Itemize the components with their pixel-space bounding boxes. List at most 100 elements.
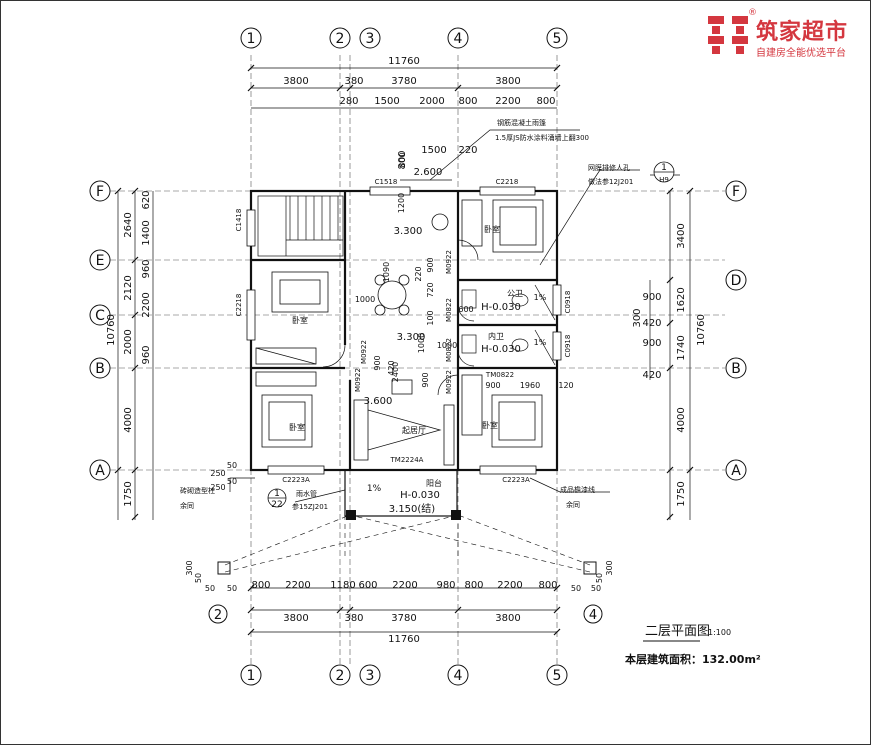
axis-bubble-1-bottom	[240, 664, 262, 686]
window-c2223a-1: C2223A	[282, 476, 310, 484]
room-label-bath-inner: 内卫	[488, 331, 504, 341]
axis-label-A-right: A	[731, 463, 741, 479]
axis-bubble-F-right	[725, 180, 747, 202]
minor-dim-2: 1200	[397, 193, 406, 213]
minor-dim-12: 600	[458, 305, 473, 314]
top-dim-sub-1: 280	[339, 96, 358, 107]
detail-ref-1-bottom: 1	[274, 489, 280, 499]
bed-ne	[492, 199, 544, 253]
axis-label-B-left: B	[95, 361, 105, 377]
window-codes: C1518 C2218 C1418 C2218 C0918 C0918 C222…	[235, 178, 572, 484]
axis-bubble-3-top	[359, 27, 381, 49]
axis-label-2-bottom: 2	[336, 668, 345, 684]
door-m0922-2: M0922	[360, 340, 368, 364]
detail-ref-1-top: 1	[661, 163, 667, 173]
brand-logo: ® 筑家超市 自建房全能优选平台	[706, 8, 874, 62]
bed-nw	[271, 271, 329, 313]
right-dimensions: 10760 3400 1620 1740 4000 1750 900 420 3…	[632, 223, 707, 506]
detail-ref-22: 22	[271, 500, 282, 510]
minor-dim-13: 900	[421, 372, 430, 387]
room-label-bedroom-sw: 卧室	[289, 422, 305, 432]
minor-dim-1: 800	[398, 152, 407, 167]
note-eave-line: 成品檐漆线	[560, 485, 595, 494]
top-dimensions: 11760 3800 380 3780 3800 280 1500 2000 8…	[283, 56, 555, 170]
level-stair: 3.300	[394, 226, 423, 237]
axis-bubble-B-left	[89, 357, 111, 379]
furniture-beds	[261, 199, 544, 448]
bottom-dim-sub-2: 2200	[285, 580, 310, 591]
left-dim-sub-3: 960	[141, 259, 152, 278]
axis-bubble-4-sub	[583, 604, 603, 624]
right-dim-sub-4: 900	[642, 338, 661, 349]
window-c0918-2: C0918	[564, 335, 572, 358]
bath-fixtures	[461, 284, 556, 366]
top-dim-sub-6: 800	[536, 96, 555, 107]
door-m0922-3: M0922	[445, 370, 453, 394]
bottom-dim-bay-4: 3800	[495, 613, 520, 624]
note-rain-pipe: 雨水管	[296, 489, 317, 498]
minor-dim-11: 900	[373, 355, 382, 370]
minor-dim-17: 2400	[391, 362, 400, 382]
bottom-dim-sub-8: 2200	[497, 580, 522, 591]
top-dim-bay-4: 3800	[495, 76, 520, 87]
slope-bath-public: 1%	[534, 293, 547, 302]
room-labels: 卧室 卧室 卧室 卧室 起居厅 公卫 内卫 阳台	[289, 224, 523, 488]
axis-bubble-A-left	[89, 459, 111, 481]
right-dim-bay-5: 1750	[676, 481, 687, 506]
note-ref-12j201: 做法参12J201	[588, 177, 633, 186]
axis-bubble-B-right	[725, 357, 747, 379]
minor-dim-23: 300	[185, 560, 194, 575]
note-canopy: 钢筋混凝土雨篷	[497, 118, 546, 127]
right-dim-sub-5: 420	[642, 370, 661, 381]
axis-bubble-F-left	[89, 180, 111, 202]
left-dim-bay-2: 2120	[123, 275, 134, 300]
right-dim-sub-1: 900	[642, 292, 661, 303]
window-c0918-1: C0918	[564, 291, 572, 314]
detail-ref-text: 1 H9 1 22	[271, 163, 669, 510]
bottom-dim-bay-2: 380	[344, 613, 363, 624]
dimension-ticks	[114, 64, 694, 636]
left-dim-bay-5: 1750	[123, 481, 134, 506]
left-dim-sub-4: 2200	[141, 292, 152, 317]
bed-se	[491, 394, 543, 448]
level-living: 3.600	[364, 396, 393, 407]
minor-dim-10: 1000	[417, 333, 426, 353]
axis-label-2-top: 2	[336, 31, 345, 47]
minor-dim-15: 1960	[520, 381, 540, 390]
window-marks	[246, 186, 562, 475]
minor-dim-7: 720	[426, 282, 435, 297]
left-dim-sub-5: 960	[141, 345, 152, 364]
left-dim-bay-1: 2640	[123, 212, 134, 237]
dimension-lines	[117, 67, 691, 633]
top-dim-upper-2: 220	[458, 145, 477, 156]
bottom-dim-bay-1: 3800	[283, 613, 308, 624]
window-c1418: C1418	[235, 209, 243, 232]
top-dim-sub-4: 800	[458, 96, 477, 107]
axis-label-F-right: F	[732, 184, 740, 200]
note-ref-15zj201: 参15ZJ201	[292, 502, 328, 511]
minor-dim-5: 900	[426, 257, 435, 272]
level-canopy: 2.600	[414, 167, 443, 178]
axis-bubble-2-sub	[208, 604, 228, 624]
door-tm2224a: TM2224A	[390, 456, 424, 464]
window-c2218-left: C2218	[235, 294, 243, 317]
room-label-bedroom-nw: 卧室	[292, 315, 308, 325]
axis-label-1-top: 1	[247, 31, 256, 47]
bottom-dim-bay-3: 3780	[391, 613, 416, 624]
axis-labels: 1 2 3 4 5 1 2 3 4 5 F E C B A F D B A 2 …	[95, 31, 741, 684]
axis-label-D-right: D	[731, 273, 742, 289]
minor-dim-26: 50	[571, 584, 581, 593]
axis-label-C-left: C	[95, 308, 105, 324]
notes: 钢筋混凝土雨篷 1.5厚JS防水涂料涌墙上翻300 网膜排修人孔 做法参12J2…	[180, 118, 633, 511]
left-dim-total: 10760	[106, 314, 117, 346]
room-label-bath-public: 公卫	[507, 289, 523, 298]
note-column: 砖砌造型柱	[180, 486, 215, 495]
axis-label-4-bottom: 4	[454, 668, 463, 684]
axis-bubble-4-bottom	[447, 664, 469, 686]
axis-label-4-sub: 4	[589, 608, 597, 623]
minor-dim-19: 250	[210, 469, 225, 478]
logo-tagline: 自建房全能优选平台	[756, 48, 846, 59]
note-waterproof: 1.5厚JS防水涂料涌墙上翻300	[495, 133, 589, 142]
axis-label-2-sub: 2	[214, 608, 222, 623]
